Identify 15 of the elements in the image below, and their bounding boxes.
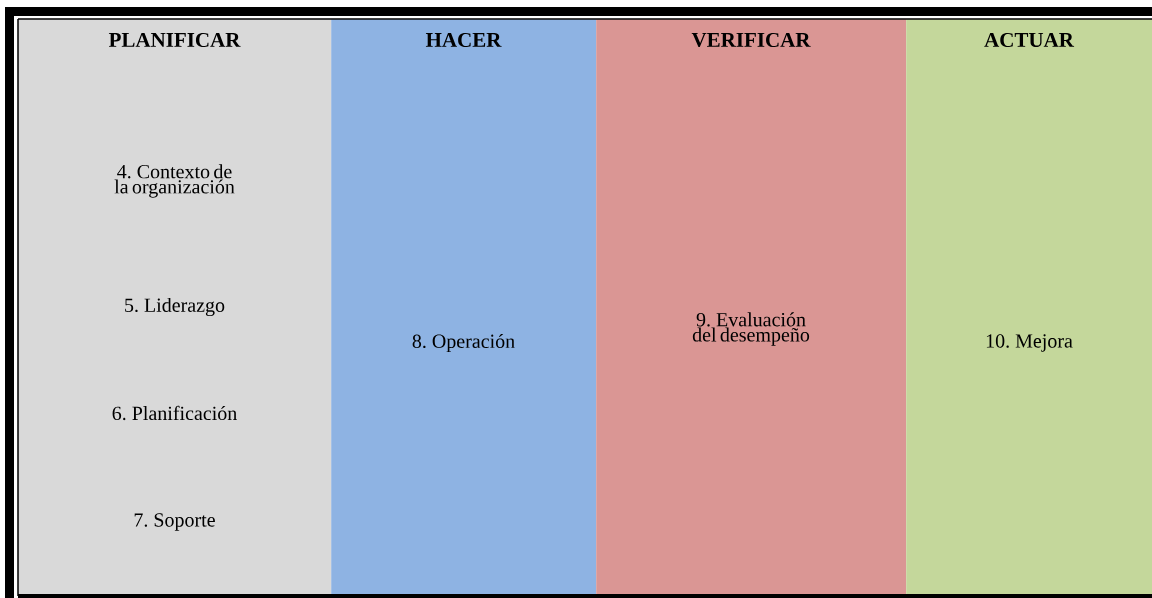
table-column — [596, 19, 907, 596]
list-item: 10. Mejora — [986, 334, 1073, 352]
column-heading: PLANIFICAR — [108, 32, 241, 48]
list-item: 4. Contexto de la organización — [114, 164, 235, 198]
table-column — [906, 19, 1152, 596]
table-column — [18, 19, 332, 596]
column-heading: ACTUAR — [984, 32, 1075, 48]
list-item: 5. Liderazgo — [125, 297, 225, 317]
list-item: 7. Soporte — [134, 513, 215, 531]
column-heading: VERIFICAR — [691, 32, 811, 48]
column-heading: HACER — [425, 32, 502, 48]
list-item: 6. Planificación — [112, 405, 237, 421]
list-item: 9. Evaluación del desempeño — [692, 312, 810, 346]
table-column — [331, 19, 597, 596]
list-item: 8. Operación — [412, 333, 515, 353]
